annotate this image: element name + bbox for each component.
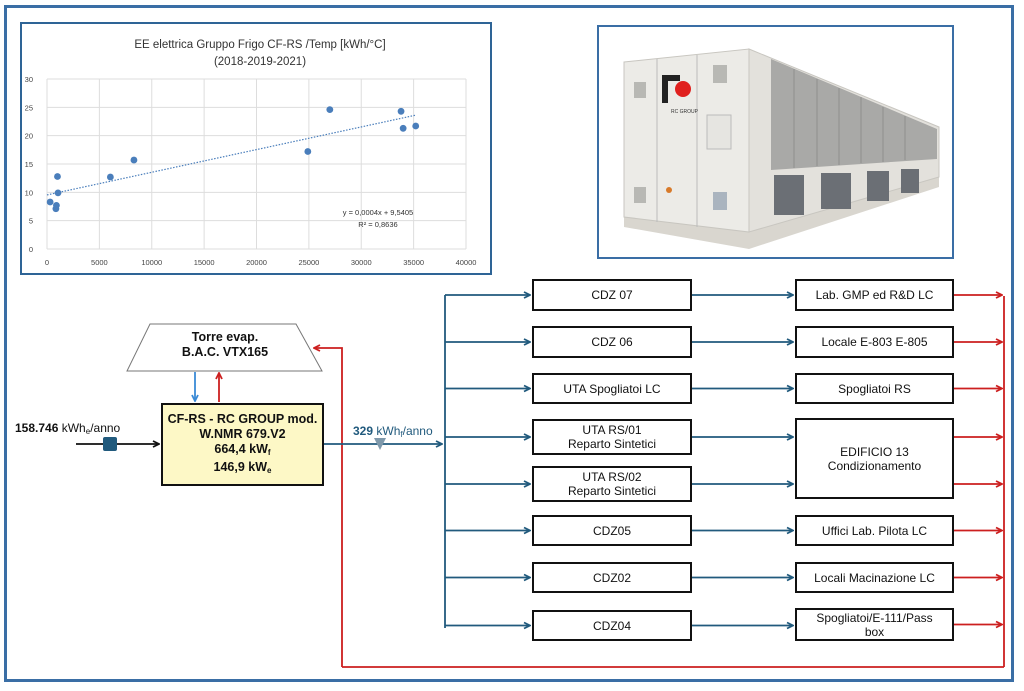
box-label: Reparto Sintetici: [567, 437, 657, 451]
output-energy-label: 329 kWhf/anno: [353, 424, 433, 439]
x-tick-label: 5000: [91, 258, 108, 267]
box-label: Spogliatoi RS: [838, 381, 911, 396]
chart-subtitle: (2018-2019-2021): [214, 56, 306, 68]
box-label: CDZ05: [592, 523, 631, 538]
box-label: CDZ04: [592, 618, 631, 633]
y-tick-label: 0: [29, 245, 33, 254]
source-unit-box: CDZ04: [532, 610, 692, 641]
data-point: [304, 148, 312, 155]
source-unit-box: CDZ 06: [532, 326, 692, 358]
source-unit-box: CDZ02: [532, 562, 692, 593]
data-point: [54, 189, 62, 197]
box-label: Locale E-803 E-805: [821, 335, 928, 349]
chiller-illustration: RC GROUP: [623, 48, 940, 249]
y-tick-label: 30: [25, 75, 33, 84]
data-point: [53, 201, 60, 209]
destination-area-box: Spogliatoi RS: [795, 373, 954, 404]
box-label: UTA Spogliatoi LC: [563, 381, 661, 396]
source-unit-box: CDZ 07: [532, 279, 692, 311]
box-label: box: [864, 624, 885, 639]
box-label: EDIFICIO 13: [840, 444, 909, 459]
data-point: [397, 107, 405, 115]
x-tick-label: 15000: [194, 258, 215, 267]
box-label: UTA RS/02: [582, 470, 642, 484]
destination-area-box: Lab. GMP ed R&D LC: [795, 279, 954, 311]
chiller-photo: RC GROUP: [597, 25, 954, 259]
y-tick-label: 20: [25, 132, 33, 141]
r-squared-label: R² = 0,8636: [358, 220, 397, 229]
trendline: [46, 114, 416, 196]
y-tick-label: 25: [25, 103, 33, 112]
chart-canvas: EE elettrica Gruppo Frigo CF-RS /Temp [k…: [25, 39, 477, 267]
x-tick-label: 35000: [403, 258, 424, 267]
destination-area-box: Locali Macinazione LC: [795, 562, 954, 593]
data-point: [106, 173, 114, 181]
x-tick-label: 0: [45, 258, 49, 267]
brand-label: RC GROUP: [671, 109, 699, 115]
box-label: CDZ02: [592, 570, 631, 585]
data-point: [54, 173, 61, 180]
y-tick-label: 5: [29, 217, 33, 226]
unit-electric-power: 146,9 kWe: [213, 459, 272, 475]
diagram-frame: [4, 5, 1014, 682]
box-label: CDZ 06: [591, 335, 633, 349]
data-point: [130, 156, 138, 164]
tower-name: Torre evap.: [191, 330, 259, 344]
main-chiller-unit: CF-RS - RC GROUP mod. W.NMR 679.V2 664,4…: [161, 403, 324, 486]
box-label: Locali Macinazione LC: [814, 570, 935, 585]
cooling-tower: Torre evap. B.A.C. VTX165: [130, 330, 320, 360]
box-label: UTA RS/01: [582, 423, 642, 437]
box-label: Reparto Sintetici: [567, 484, 657, 498]
source-unit-box: CDZ05: [532, 515, 692, 546]
chart-title: EE elettrica Gruppo Frigo CF-RS /Temp [k…: [134, 39, 385, 51]
tower-model: B.A.C. VTX165: [181, 345, 269, 359]
box-label: Uffici Lab. Pilota LC: [821, 523, 928, 538]
input-energy-label: 158.746 kWhe/anno: [15, 421, 121, 436]
data-point: [412, 122, 420, 130]
y-tick-label: 15: [25, 160, 33, 169]
scatter-chart: EE elettrica Gruppo Frigo CF-RS /Temp [k…: [20, 22, 492, 275]
x-tick-label: 30000: [351, 258, 372, 267]
x-tick-label: 40000: [456, 258, 477, 267]
source-unit-box: UTA Spogliatoi LC: [532, 373, 692, 404]
box-label: Condizionamento: [827, 458, 922, 473]
x-tick-label: 20000: [246, 258, 267, 267]
box-label: CDZ 07: [591, 288, 633, 302]
box-label: Spogliatoi/E-111/Pass: [816, 610, 933, 625]
y-tick-label: 10: [25, 188, 33, 197]
unit-name: CF-RS - RC GROUP mod.: [167, 411, 318, 426]
x-tick-label: 10000: [141, 258, 162, 267]
unit-model: W.NMR 679.V2: [199, 426, 286, 441]
data-point: [326, 106, 334, 113]
box-label: Lab. GMP ed R&D LC: [815, 288, 934, 302]
destination-area-box: Uffici Lab. Pilota LC: [795, 515, 954, 546]
trendline-equation: y = 0,0004x + 9,5405: [343, 208, 413, 217]
data-point: [399, 124, 407, 132]
destination-area-box: Locale E-803 E-805: [795, 326, 954, 358]
x-tick-label: 25000: [298, 258, 319, 267]
data-point: [46, 198, 54, 206]
unit-cooling-power: 664,4 kWf: [214, 441, 271, 457]
